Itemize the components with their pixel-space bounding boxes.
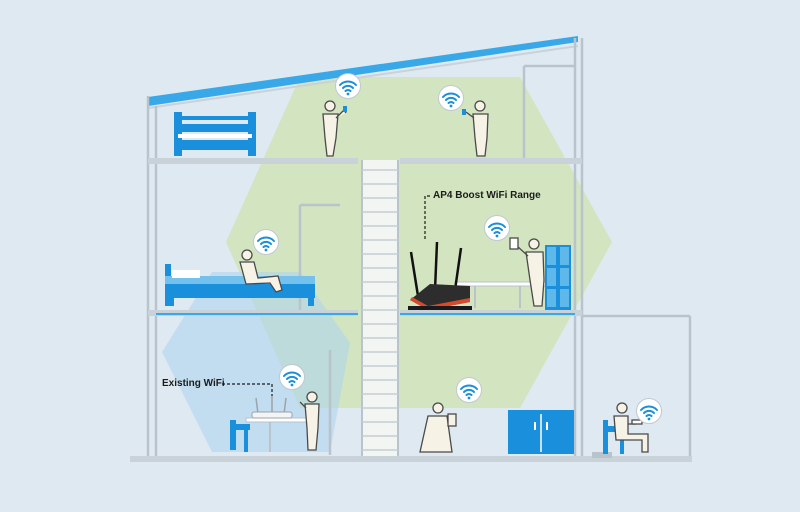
wifi-icon <box>483 214 511 242</box>
bunk-bed <box>174 112 256 156</box>
wifi-icon <box>252 228 280 256</box>
wifi-icon <box>455 376 483 404</box>
person-figure <box>322 100 347 157</box>
wifi-icon <box>278 363 306 391</box>
wifi-icon <box>334 72 362 100</box>
study-furniture <box>454 245 571 310</box>
existing-wifi-coverage <box>162 272 350 452</box>
wifi-icon <box>635 397 663 425</box>
ap4-boost-label: AP4 Boost WiFi Range <box>433 190 541 201</box>
person-figure <box>509 237 545 307</box>
staircase <box>361 160 399 456</box>
router-icon <box>251 396 293 419</box>
router-icon <box>408 241 472 310</box>
dining-set <box>230 417 309 452</box>
floors <box>130 158 692 462</box>
existing-wifi-label: Existing WiFi <box>162 378 225 389</box>
person-figure <box>462 100 489 157</box>
house-structure <box>146 38 692 460</box>
person-figure <box>419 402 457 453</box>
callout-lines <box>222 195 430 396</box>
outdoor-chair <box>603 420 625 454</box>
kitchen-cabinet <box>508 410 574 454</box>
person-figure <box>239 249 283 293</box>
wifi-icon <box>437 84 465 112</box>
person-figure <box>299 391 320 451</box>
person-figure <box>613 402 649 453</box>
roof <box>148 36 578 106</box>
